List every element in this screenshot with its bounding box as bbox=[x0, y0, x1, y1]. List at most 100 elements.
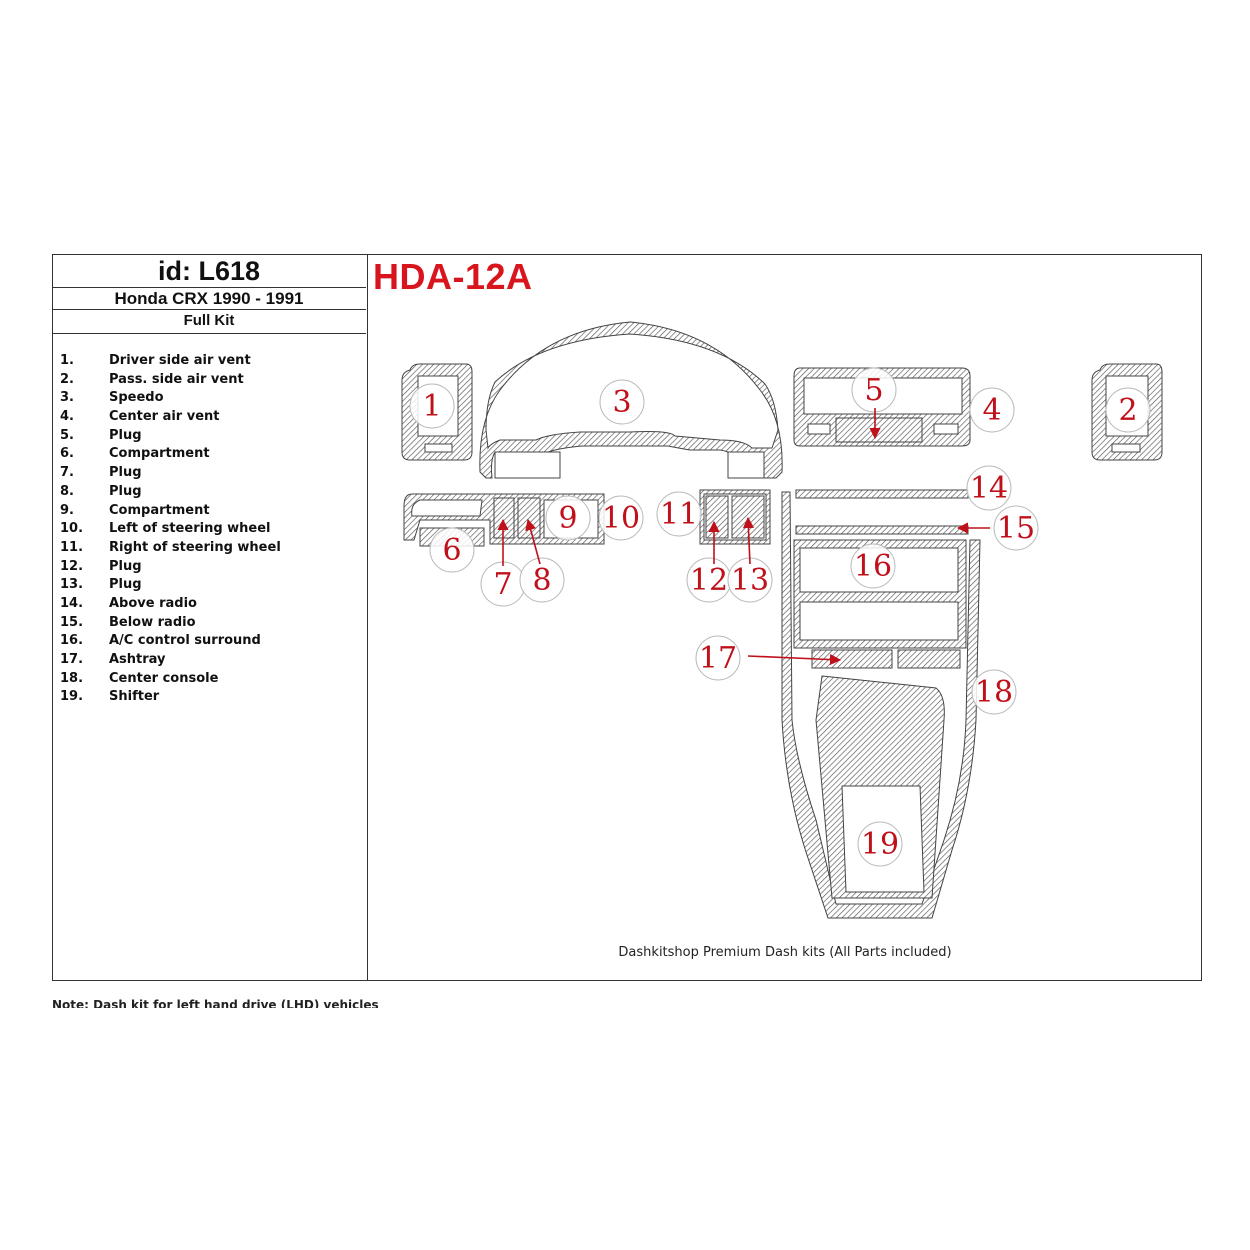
part-5-shape bbox=[835, 417, 923, 443]
callout-9: 9 bbox=[545, 495, 591, 541]
vehicle-model: Honda CRX 1990 - 1991 bbox=[52, 288, 366, 310]
callout-number: 14 bbox=[970, 471, 1008, 506]
part-number: 1. bbox=[60, 353, 74, 368]
parts-list-item: 18.Center console bbox=[52, 670, 362, 689]
callout-number: 16 bbox=[854, 549, 892, 584]
callout-circle bbox=[1105, 387, 1151, 433]
parts-list-item: 4. Center air vent bbox=[52, 408, 362, 427]
part-number: 13. bbox=[60, 577, 84, 593]
callout-8: 8 bbox=[519, 557, 565, 603]
callout-number: 10 bbox=[602, 501, 640, 536]
part-label: Ashtray bbox=[109, 652, 166, 667]
parts-panel: id: L618 Honda CRX 1990 - 1991 Full Kit … bbox=[52, 254, 368, 981]
callout-circle bbox=[969, 387, 1015, 433]
part-label: Center air vent bbox=[109, 409, 220, 425]
callout-12: 12 bbox=[686, 557, 732, 603]
callout-4: 4 bbox=[969, 387, 1015, 433]
outer-frame bbox=[52, 254, 1202, 981]
part-2-shape bbox=[1091, 363, 1163, 461]
part-3-shape bbox=[479, 321, 783, 479]
part-label: Right of steering wheel bbox=[109, 539, 281, 555]
part-number: 19. bbox=[60, 689, 84, 705]
part-3-left-pod bbox=[494, 451, 561, 479]
part-label: Speedo bbox=[109, 390, 164, 406]
part-11-shape bbox=[699, 489, 771, 545]
product-code: HDA-12A bbox=[373, 256, 533, 297]
callout-1: 1 bbox=[409, 383, 455, 429]
part-number: 12. bbox=[60, 558, 84, 574]
part-number: 4. bbox=[60, 409, 74, 425]
parts-list-item: 15. Below radio bbox=[52, 614, 362, 633]
part-label: Plug bbox=[109, 483, 142, 499]
part-label: Compartment bbox=[109, 502, 210, 518]
arrow-17 bbox=[747, 653, 842, 666]
callout-circle bbox=[857, 821, 903, 867]
callout-10: 10 bbox=[598, 495, 644, 541]
callout-number: 2 bbox=[1118, 393, 1137, 428]
part-label: Driver side air vent bbox=[109, 353, 251, 368]
callout-17: 17 bbox=[695, 635, 741, 681]
parts-list-item: 6.Compartment bbox=[52, 445, 362, 464]
parts-list-item: 17. Ashtray bbox=[52, 651, 362, 670]
parts-list-item: 10.Left of steering wheel bbox=[52, 520, 362, 539]
part-3-right-pod bbox=[727, 451, 765, 479]
parts-list-item: 8. Plug bbox=[52, 483, 362, 502]
part-14-shape bbox=[795, 489, 969, 499]
callout-number: 12 bbox=[690, 563, 728, 598]
callout-circle bbox=[545, 495, 591, 541]
part-label: Below radio bbox=[109, 614, 196, 630]
callout-number: 6 bbox=[442, 533, 461, 568]
callout-number: 1 bbox=[422, 389, 441, 424]
callout-circle bbox=[599, 379, 645, 425]
arrow-8 bbox=[525, 518, 541, 565]
part-label: Shifter bbox=[109, 689, 160, 705]
callout-18: 18 bbox=[971, 669, 1017, 715]
callout-number: 3 bbox=[612, 385, 631, 420]
callout-2: 2 bbox=[1105, 387, 1151, 433]
callout-16: 16 bbox=[850, 543, 896, 589]
callout-5: 5 bbox=[851, 367, 897, 413]
part-number: 6. bbox=[60, 446, 74, 462]
callout-14: 14 bbox=[966, 465, 1012, 511]
parts-list-item: 1. Driver side air vent bbox=[52, 352, 362, 371]
part-label: Plug bbox=[109, 558, 142, 574]
part-number: 7. bbox=[60, 465, 74, 481]
parts-list-item: 16.A/C control surround bbox=[52, 632, 362, 651]
arrow-13 bbox=[742, 516, 755, 565]
part-number: 15. bbox=[60, 614, 84, 630]
callout-number: 11 bbox=[660, 497, 698, 532]
part-number: 11. bbox=[60, 539, 84, 555]
part-number: 3. bbox=[60, 390, 74, 406]
callout-circle bbox=[966, 465, 1012, 511]
part-15-shape bbox=[795, 525, 969, 535]
callout-circle bbox=[851, 367, 897, 413]
part-8-shape bbox=[517, 497, 541, 539]
callout-circle bbox=[656, 491, 702, 537]
parts-list-item: 2.Pass. side air vent bbox=[52, 371, 362, 390]
part-17b-shape bbox=[897, 649, 961, 669]
callout-3: 3 bbox=[599, 379, 645, 425]
callout-circle bbox=[409, 383, 455, 429]
part-number: 17. bbox=[60, 652, 84, 667]
diagram-caption: Dashkitshop Premium Dash kits (All Parts… bbox=[618, 945, 952, 960]
part-7-shape bbox=[493, 497, 515, 539]
callout-circle bbox=[598, 495, 644, 541]
part-label: Left of steering wheel bbox=[109, 521, 271, 537]
callout-number: 4 bbox=[982, 393, 1001, 428]
callout-circle bbox=[850, 543, 896, 589]
part-number: 8. bbox=[60, 483, 74, 499]
part-label: Plug bbox=[109, 577, 142, 593]
callout-7: 7 bbox=[480, 561, 526, 607]
part-label: Above radio bbox=[109, 595, 197, 611]
callout-11: 11 bbox=[656, 491, 702, 537]
callout-number: 17 bbox=[699, 641, 737, 676]
part-number: 2. bbox=[60, 371, 74, 387]
callout-number: 9 bbox=[558, 501, 577, 536]
part-label: Plug bbox=[109, 465, 142, 481]
callout-number: 15 bbox=[997, 511, 1035, 546]
callout-13: 13 bbox=[727, 557, 773, 603]
callout-circle bbox=[519, 557, 565, 603]
